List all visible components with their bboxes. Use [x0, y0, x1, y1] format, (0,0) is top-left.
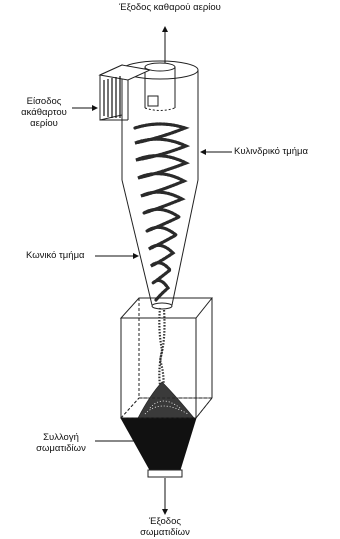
- label-dirty-gas-inlet-line1: Είσοδος: [16, 96, 72, 107]
- label-particle-outlet-line1: Έξοδος: [128, 516, 202, 527]
- label-particle-outlet: Έξοδος σωματιδίων: [128, 516, 202, 538]
- label-particle-collection-line1: Συλλογή: [28, 432, 94, 443]
- label-conical-section: Κωνικό τμήμα: [26, 250, 85, 261]
- dirty-gas-inlet-duct: [100, 65, 158, 120]
- label-dirty-gas-inlet-line2: ακάθαρτου: [16, 107, 72, 118]
- label-dirty-gas-inlet: Είσοδος ακάθαρτου αερίου: [16, 96, 72, 129]
- label-cylindrical-section: Κυλινδρικό τμήμα: [234, 146, 308, 157]
- label-dirty-gas-inlet-line3: αερίου: [16, 118, 72, 129]
- particle-stream: [159, 308, 164, 392]
- label-particle-outlet-line2: σωματιδίων: [128, 527, 202, 538]
- label-particle-collection-line2: σωματιδίων: [28, 443, 94, 454]
- label-clean-gas-outlet: Έξοδος καθαρού αερίου: [110, 2, 230, 13]
- label-particle-collection: Συλλογή σωματιδίων: [28, 432, 94, 454]
